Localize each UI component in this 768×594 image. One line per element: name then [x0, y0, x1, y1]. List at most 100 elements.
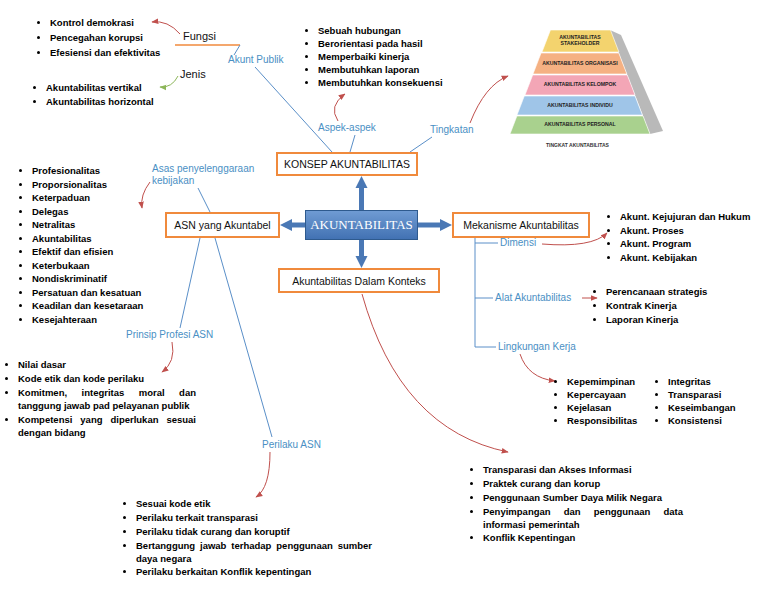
- list-item: Perilaku tidak curang dan koruptif: [136, 525, 376, 538]
- list-item: Keseimbangan: [668, 401, 758, 414]
- node-text: Mekanisme Akuntabilitas: [463, 219, 579, 231]
- callout-arrow: [256, 452, 270, 497]
- list-item: Pencegahan korupsi: [50, 31, 200, 44]
- node-text: KONSEP AKUNTABILITAS: [284, 158, 410, 170]
- list-item: Transparasi: [668, 388, 758, 401]
- list-item: Akunt. Proses: [620, 224, 768, 237]
- list-item: Proporsionalitas: [32, 178, 157, 191]
- callout-arrow: [162, 342, 173, 372]
- node-text: AKUNTABILITAS INDIVIDU: [543, 103, 617, 109]
- list-item: Kepemimpinan: [567, 375, 657, 388]
- list-item: Nilai dasar: [18, 358, 228, 371]
- branch-box: Akuntabilitas Dalam Konteks: [278, 268, 440, 293]
- list-item: Kode etik dan kode perilaku: [18, 372, 228, 385]
- band-fill: [542, 30, 619, 52]
- underline: [175, 44, 240, 46]
- list-item: Kontrol demokrasi: [50, 16, 200, 29]
- list-item: Bertanggung jawab terhadap penggunaan su…: [136, 539, 372, 565]
- node-text: AKUNTABILITAS KELOMPOK: [540, 82, 621, 88]
- band-fill: [517, 96, 642, 115]
- list-item: Sebuah hubungan: [318, 24, 488, 37]
- pyramid-band: AKUNTABILITAS STAKEHOLDER: [542, 30, 619, 52]
- node-text: AKUNTABILITAS ORGANISASI: [538, 61, 622, 67]
- callout-arrow: [362, 294, 508, 452]
- concept-box: KONSEP AKUNTABILITAS: [276, 152, 418, 176]
- list-item: Konsistensi: [668, 414, 758, 427]
- branch-label: Aspek-aspek: [318, 122, 398, 134]
- list-item: Responsibilitas: [567, 414, 657, 427]
- branch-label: Tingkatan: [430, 124, 500, 136]
- list-item: Efektif dan efisien: [32, 245, 157, 258]
- list-item: Persatuan dan kesatuan: [32, 286, 157, 299]
- list-item: Berorientasi pada hasil: [318, 37, 488, 50]
- branch-box: ASN yang Akuntabel: [165, 212, 280, 238]
- block-arrow: [359, 240, 364, 256]
- list-item: Efesiensi dan efektivitas: [50, 46, 200, 59]
- block-arrow: [418, 223, 440, 228]
- leader-line: [350, 135, 355, 152]
- callout-arrow: [520, 354, 555, 381]
- list-item: Perencanaan strategis: [606, 285, 736, 298]
- list-item: Kepercayaan: [567, 388, 657, 401]
- callout-arrow: [160, 76, 178, 87]
- list-item: Memperbaiki kinerja: [318, 50, 488, 63]
- branch-label: Perilaku ASN: [262, 439, 352, 451]
- branch-box: Mekanisme Akuntabilitas: [452, 212, 590, 238]
- list-item: Nondiskriminatif: [32, 272, 157, 285]
- band-fill: [525, 75, 635, 95]
- leader-line: [198, 188, 210, 212]
- list-item: Profesionalitas: [32, 164, 157, 177]
- list-item: Akunt. Kebijakan: [620, 251, 768, 264]
- block-arrow: [292, 223, 305, 228]
- list-item: Netralitas: [32, 218, 157, 231]
- list-item: Perilaku berkaitan Konflik kepentingan: [136, 565, 376, 578]
- leader-line: [475, 238, 476, 347]
- figure-caption: TINGKAT AKUNTABILITAS: [546, 142, 618, 148]
- pyramid-band: AKUNTABILITAS INDIVIDU: [517, 96, 642, 115]
- leader-line: [234, 45, 240, 55]
- list-item: Delegas: [32, 205, 157, 218]
- branch-label: Dimensi: [500, 237, 560, 249]
- list-item: Membutuhkan laporan: [318, 63, 488, 76]
- branch-label: Asas penyelenggaraan kebijakan: [152, 163, 262, 187]
- pyramid-band: AKUNTABILITAS KELOMPOK: [525, 75, 635, 95]
- leader-line: [215, 238, 272, 437]
- node-text: AKUNTABILITAS PERSONAL: [540, 122, 620, 128]
- node-text: AKUNTABILITAS: [310, 217, 413, 233]
- leader-line: [180, 238, 200, 328]
- branch-label: Alat Akuntabilitas: [495, 292, 595, 304]
- list-item: Kejelasan: [567, 401, 657, 414]
- branch-label: Akunt Publik: [228, 54, 308, 66]
- list-item: Laporan Kinerja: [606, 313, 736, 326]
- list-item: Keterbukaan: [32, 259, 157, 272]
- list-item: Integritas: [668, 375, 758, 388]
- callout-arrow: [152, 22, 180, 34]
- list-item: Keterpaduan: [32, 191, 157, 204]
- node-text: AKUNTABILITAS STAKEHOLDER: [542, 35, 619, 47]
- branch-label: Prinsip Profesi ASN: [126, 329, 236, 341]
- callout-arrow: [334, 94, 345, 121]
- list-item: Kontrak Kinerja: [606, 299, 736, 312]
- node-text: ASN yang Akuntabel: [174, 219, 270, 231]
- list-item: Akuntabilitas: [32, 232, 157, 245]
- list-item: Akuntabilitas horizontal: [46, 95, 196, 108]
- list-item: Akunt. Kejujuran dan Hukum: [620, 210, 768, 223]
- group-label: Fungsi: [183, 30, 233, 43]
- list-item: Penggunaan Sumber Daya Milik Negara: [483, 491, 753, 504]
- leader-line: [475, 347, 496, 348]
- callout-arrow: [582, 298, 597, 299]
- list-item: Keadilan dan kesetaraan: [32, 299, 157, 312]
- list-item: Kompetensi yang diperlukan sesuai dengan…: [18, 413, 196, 439]
- central-box: AKUNTABILITAS: [305, 210, 418, 240]
- list-item: Transparasi dan Akses Informasi: [483, 463, 753, 476]
- node-text: Akuntabilitas Dalam Konteks: [292, 275, 426, 287]
- block-arrow: [359, 188, 364, 210]
- list-item: Perilaku terkait transparasi: [136, 511, 376, 524]
- leader-line: [475, 298, 493, 299]
- group-label: Jenis: [180, 68, 220, 81]
- list-item: Sesuai kode etik: [136, 497, 376, 510]
- branch-label: Lingkungan Kerja: [498, 341, 598, 353]
- list-item: Membutuhkan konsekuensi: [318, 76, 488, 89]
- list-item: Praktek curang dan korup: [483, 477, 753, 490]
- pyramid-band: AKUNTABILITAS ORGANISASI: [533, 53, 627, 74]
